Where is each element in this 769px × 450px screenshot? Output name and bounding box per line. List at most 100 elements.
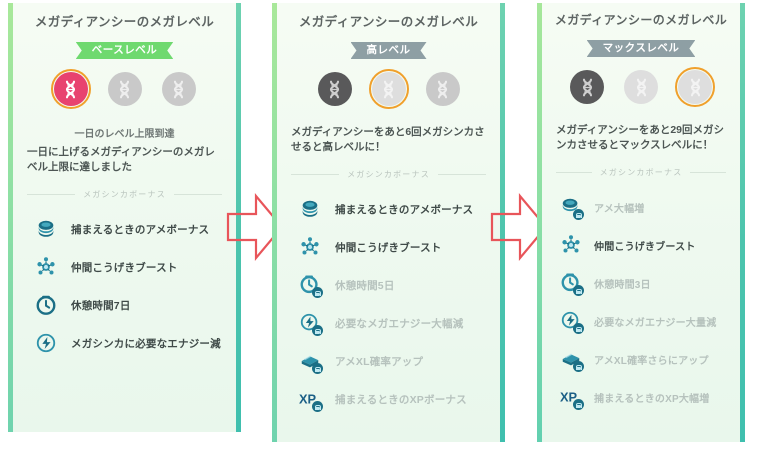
list-item[interactable]: XP 捕まえるときのXP大幅増 xyxy=(542,378,740,416)
bonus-list: アメ大幅増 仲間こうげき xyxy=(542,188,740,416)
list-item[interactable]: アメXL確率さらにアップ xyxy=(542,340,740,378)
mega-level-dots xyxy=(13,69,236,109)
status-body: メガディアンシーをあと6回メガシンカさせると高レベルに！ xyxy=(291,126,485,154)
list-item[interactable]: 仲間こうげきブースト xyxy=(277,228,500,266)
dot-circle xyxy=(161,72,196,106)
panel-edge-right xyxy=(236,3,241,432)
candy-icon xyxy=(560,196,584,221)
candy-xl-icon xyxy=(560,348,584,373)
bonus-label: 休憩時間3日 xyxy=(594,279,651,291)
mega-energy-icon xyxy=(560,310,584,335)
arrow-step-1-to-2 xyxy=(226,192,284,262)
list-item[interactable]: 休憩時間7日 xyxy=(13,286,236,324)
mega-level-dot-1[interactable] xyxy=(315,69,355,109)
dot-circle xyxy=(624,70,658,104)
mega-level-dots xyxy=(542,67,740,107)
buddy-attack-icon xyxy=(35,256,57,278)
page-title: メガディアンシーのメガレベル xyxy=(34,15,215,29)
dna-helix-icon xyxy=(636,78,646,96)
lock-icon xyxy=(312,363,323,375)
divider-line-right xyxy=(690,172,726,174)
list-item[interactable]: XP 捕まえるときのXPボーナス xyxy=(277,380,500,418)
dot-circle xyxy=(317,72,352,106)
status-title: 一日のレベル上限到達 xyxy=(74,129,175,140)
list-item[interactable]: 必要なメガエナジー大量減 xyxy=(542,302,740,340)
bonus-divider: メガシンカボーナス xyxy=(556,167,726,178)
list-item[interactable]: 仲間こうげきブースト xyxy=(542,226,740,264)
status-body: メガディアンシーをあと29回メガシンカさせるとマックスレベルに！ xyxy=(556,124,725,152)
divider-label: メガシンカボーナス xyxy=(599,168,683,178)
bonus-label: 仲間こうげきブースト xyxy=(71,261,178,274)
buddy-attack-icon xyxy=(299,236,321,258)
dot-ring-icon xyxy=(50,69,91,109)
dna-helix-icon xyxy=(383,80,394,98)
bonus-label: アメXL確率さらにアップ xyxy=(594,355,709,367)
mega-level-dot-1[interactable] xyxy=(50,69,91,109)
lock-icon xyxy=(573,285,584,297)
panel-edge-right xyxy=(740,3,745,442)
divider-line-left xyxy=(291,174,340,176)
mega-level-dot-3[interactable] xyxy=(423,69,463,109)
list-item[interactable]: 休憩時間3日 xyxy=(542,264,740,302)
list-item[interactable]: 必要なメガエナジー大幅減 xyxy=(277,304,500,342)
bonus-label: 捕まえるときのXP大幅増 xyxy=(594,393,710,405)
level-badge: 高レベル xyxy=(351,42,427,59)
lock-icon xyxy=(312,325,323,337)
bonus-label: アメXL確率アップ xyxy=(335,355,424,368)
mega-level-dot-1[interactable] xyxy=(567,67,607,107)
list-item[interactable]: アメ大幅増 xyxy=(542,188,740,226)
mega-energy-icon xyxy=(299,312,323,337)
bonus-label: 捕まえるときのXPボーナス xyxy=(335,393,467,406)
list-item[interactable]: 捕まえるときのアメボーナス xyxy=(277,190,500,228)
bonus-label: 捕まえるときのアメボーナス xyxy=(71,223,210,236)
dna-helix-icon xyxy=(437,80,448,98)
rest-timer-icon xyxy=(35,294,57,316)
xp-icon: XP xyxy=(560,386,584,411)
dna-helix-icon xyxy=(65,80,76,98)
mega-level-panel-base: メガディアンシーのメガレベル ベースレベル xyxy=(8,3,241,432)
dot-circle xyxy=(107,72,142,106)
divider-line-left xyxy=(27,194,76,196)
bonus-label: 仲間こうげきブースト xyxy=(335,241,442,254)
dot-circle xyxy=(570,70,604,104)
candy-icon xyxy=(299,198,321,220)
dna-helix-icon xyxy=(690,78,700,96)
mega-level-dot-2[interactable] xyxy=(621,67,661,107)
bonus-divider: メガシンカボーナス xyxy=(27,189,222,200)
list-item[interactable]: アメXL確率アップ xyxy=(277,342,500,380)
bonus-list: 捕まえるときのアメボーナス xyxy=(13,210,236,362)
list-item[interactable]: 仲間こうげきブースト xyxy=(13,248,236,286)
dna-helix-icon xyxy=(173,80,184,98)
lock-icon xyxy=(573,209,584,221)
dot-circle xyxy=(678,70,712,104)
lock-icon xyxy=(573,361,584,373)
dna-helix-icon xyxy=(119,80,130,98)
bonus-label: メガシンカに必要なエナジー減 xyxy=(71,337,221,350)
mega-level-dots xyxy=(277,69,500,109)
lock-icon xyxy=(312,401,323,413)
lock-icon xyxy=(573,323,584,335)
dot-ring-icon xyxy=(675,67,715,107)
level-badge: ベースレベル xyxy=(76,42,173,59)
list-item[interactable]: 捕まえるときのアメボーナス xyxy=(13,210,236,248)
bonus-label: アメ大幅増 xyxy=(594,203,645,215)
bonus-label: 必要なメガエナジー大量減 xyxy=(594,317,717,329)
rest-timer-icon xyxy=(560,272,584,297)
status-body: 一日に上げるメガディアンシーのメガレベル上限に達しました xyxy=(27,146,215,174)
mega-level-dot-2[interactable] xyxy=(105,69,145,109)
bonus-divider: メガシンカボーナス xyxy=(291,169,486,180)
mega-level-dot-2[interactable] xyxy=(368,69,409,109)
dot-circle xyxy=(425,72,460,106)
list-item[interactable]: 休憩時間5日 xyxy=(277,266,500,304)
mega-level-panel-max: メガディアンシーのメガレベル マックスレベル xyxy=(537,3,745,442)
list-item[interactable]: メガシンカに必要なエナジー減 xyxy=(13,324,236,362)
level-badge: マックスレベル xyxy=(587,40,696,57)
page-title: メガディアンシーのメガレベル xyxy=(298,15,479,29)
panel-edge-left xyxy=(8,3,13,432)
mega-level-dot-3[interactable] xyxy=(159,69,199,109)
panel-edge-left xyxy=(537,3,542,442)
mega-level-dot-3[interactable] xyxy=(675,67,715,107)
panel-edge-right xyxy=(500,3,505,442)
xp-icon: XP xyxy=(299,388,323,413)
